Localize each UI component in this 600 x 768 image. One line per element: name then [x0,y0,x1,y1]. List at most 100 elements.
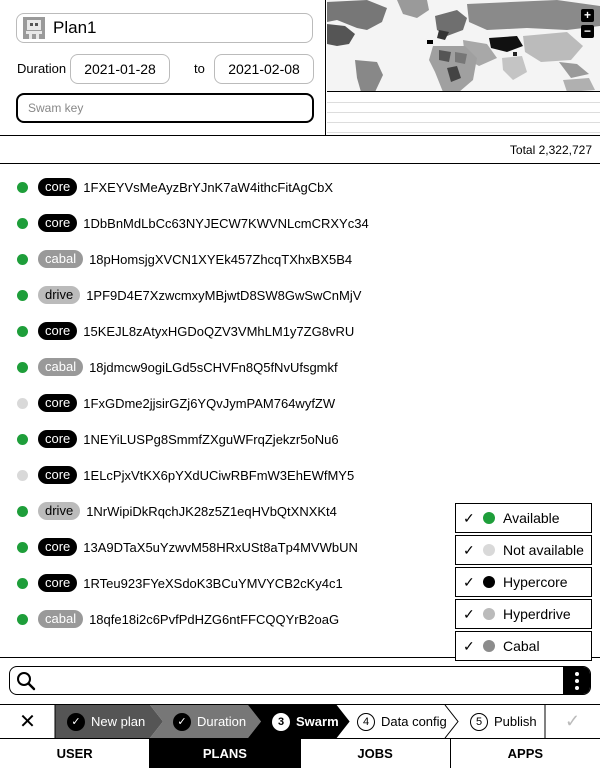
swarm-key: 1NEYiLUSPg8SmmfZXguWFrqZjekzr5oNu6 [83,431,339,447]
status-dot-icon [17,505,28,517]
type-badge: core [38,322,78,340]
status-dot-icon [17,181,28,193]
legend-filter-item[interactable]: ✓ Not available [455,535,592,565]
status-dot-icon [17,397,28,409]
swarm-key: 1NrWipiDkRqchJK28z5Z1eqHVbQtXNXKt4 [86,503,337,519]
search-input[interactable] [44,670,564,691]
more-vertical-icon[interactable] [563,667,590,694]
list-item[interactable]: cabal 18qfe18i2c6PvfPdHZG6ntFFCQQYrB2oaG [0,601,600,637]
tab-user[interactable]: USER [0,739,151,768]
list-item[interactable]: drive 1PF9D4E7XzwcmxyMBjwtD8SW8GwSwCnMjV [0,277,600,313]
type-badge: drive [38,286,81,304]
swarm-key: 13A9DTaX5uYzwvM58HRxUSt8aTp4MVWbUN [83,539,358,555]
timeline-line [327,112,600,113]
step-duration[interactable]: ✓ Duration [173,705,246,738]
plan-name-text: Plan1 [53,18,97,37]
legend-filter-item[interactable]: ✓Hyperdrive [455,599,592,629]
step-label: Swarm [296,714,339,729]
type-badge: drive [38,502,81,520]
plan-header-panel: Plan1 Duration 2021-01-28 to 2021-02-08 [0,0,600,136]
list-item[interactable]: core 1NEYiLUSPg8SmmfZXguWFrqZjekzr5oNu6 [0,421,600,457]
swarm-key: 1PF9D4E7XzwcmxyMBjwtD8SW8GwSwCnMjV [86,287,362,303]
timeline-line [327,132,600,133]
swarm-key: 18pHomsjgXVCN1XYEk457ZhcqTXhxBX5B4 [89,251,353,267]
map-timeline [327,93,600,136]
type-badge: cabal [38,250,84,268]
legend-dot-icon [483,640,495,652]
legend-filter-item[interactable]: ✓Hypercore [455,567,592,597]
map-zoom-out-button[interactable]: − [581,25,594,38]
status-dot-icon [17,361,28,373]
tab-apps[interactable]: APPS [507,746,544,761]
check-icon: ✓ [463,509,475,526]
step-label: New plan [91,714,146,729]
status-dot-icon [17,289,28,301]
step-swarm[interactable]: 3 Swarm [272,705,339,738]
check-icon: ✓ [463,541,475,558]
check-icon: ✓ [173,712,191,731]
search-icon[interactable] [16,671,36,691]
step-number: 4 [357,712,375,731]
timeline-line [327,122,600,123]
list-item[interactable]: drive 1NrWipiDkRqchJK28z5Z1eqHVbQtXNXKt4 [0,493,600,529]
map-zoom-in-button[interactable]: + [581,9,594,22]
legend-dot-icon [483,544,495,556]
status-dot-icon [17,253,28,265]
step-label: Data config [381,714,447,729]
status-dot-icon [17,577,28,589]
tab-jobs[interactable]: JOBS [301,739,451,768]
step-data-config[interactable]: 4 Data config [357,705,447,738]
plan-wizard: ✕ ✓ New plan ✓ Duration 3 Swarm 4 Data c… [0,704,600,739]
swarm-key-input[interactable] [16,93,314,123]
type-badge: core [38,430,78,448]
swarm-key: 18qfe18i2c6PvfPdHZG6ntFFCQQYrB2oaG [89,611,340,627]
legend-dot-icon [483,576,495,588]
type-badge: cabal [38,358,84,376]
swarm-key: 1RTeu923FYeXSdoK3BCuYMVYCB2cKy4c1 [83,575,343,591]
legend-filter-item[interactable]: ✓Cabal [455,631,592,661]
plan-settings: Plan1 Duration 2021-01-28 to 2021-02-08 [0,0,326,136]
legend-filter-item[interactable]: ✓Available [455,503,592,533]
status-dot-icon [17,217,28,229]
step-number: 3 [272,712,290,731]
plan-avatar-icon [23,17,45,39]
status-dot-icon [17,469,28,481]
tab-plans[interactable]: PLANS [150,739,301,768]
legend-dot-icon [483,512,495,524]
world-map[interactable]: + − [327,0,600,92]
search-bar [9,666,591,695]
total-bar: Total 2,322,727 [0,136,600,164]
check-icon: ✓ [463,637,475,654]
status-dot-icon [17,325,28,337]
check-icon: ✓ [463,573,475,590]
to-label: to [194,61,205,76]
end-date-field[interactable]: 2021-02-08 [214,54,314,84]
check-icon: ✓ [463,605,475,622]
finish-check-icon[interactable]: ✓ [564,711,581,731]
type-badge: core [38,466,78,484]
type-badge: cabal [38,610,84,628]
step-label: Publish [494,714,537,729]
step-label: Duration [197,714,247,729]
step-new-plan[interactable]: ✓ New plan [67,705,145,738]
start-date-field[interactable]: 2021-01-28 [70,54,170,84]
swarm-key: 1FXEYVsMeAyzBrYJnK7aW4ithcFitAgCbX [83,179,334,195]
world-map-graphic [327,0,600,91]
legend-label: Not available [503,542,584,558]
close-icon[interactable]: ✕ [19,711,36,733]
list-item[interactable]: cabal 18pHomsjgXVCN1XYEk457ZhcqTXhxBX5B4 [0,241,600,277]
plan-name-field[interactable]: Plan1 [16,13,313,43]
swarm-key: 1FxGDme2jjsirGZj6YQvJymPAM764wyfZW [83,395,336,411]
status-dot-icon [17,433,28,445]
step-publish[interactable]: 5 Publish [470,705,537,738]
